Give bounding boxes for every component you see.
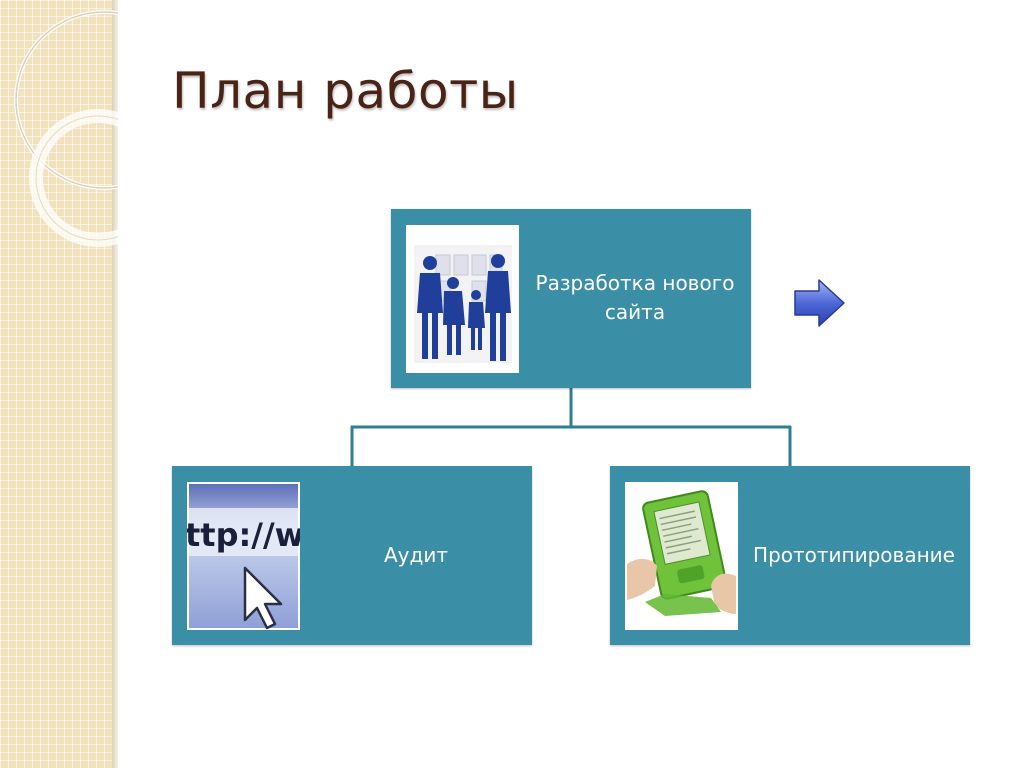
node-label: Аудит xyxy=(384,543,448,567)
http-cursor-icon: ttp://w xyxy=(187,482,300,630)
node-prototyping: Прототипирование xyxy=(610,466,970,645)
svg-text:ttp://w: ttp://w xyxy=(187,516,300,554)
people-icon xyxy=(406,225,519,373)
side-strip-edge xyxy=(112,0,118,768)
tablet-device-icon xyxy=(625,482,738,630)
right-arrow-icon[interactable] xyxy=(792,277,848,329)
slide-title: План работы xyxy=(172,62,519,120)
node-audit: ttp://w Аудит xyxy=(172,466,532,645)
node-label: Прототипирование xyxy=(753,543,955,567)
node-website-development: Разработка нового сайта xyxy=(391,209,751,388)
node-label: Разработка нового сайта xyxy=(535,271,735,324)
decorative-rings xyxy=(14,10,118,247)
